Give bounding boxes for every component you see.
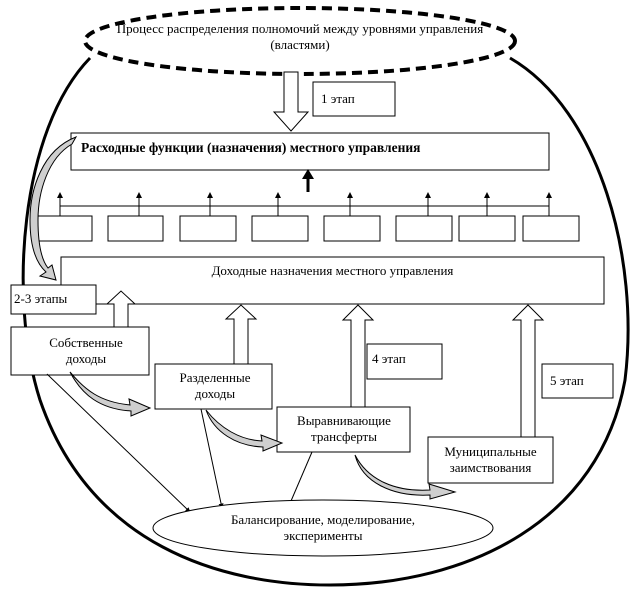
process-ellipse	[83, 6, 517, 76]
borrowing-up-arrow	[511, 304, 545, 438]
curved-left-arrow	[29, 136, 78, 281]
stage5-label: 5 этап	[550, 372, 584, 388]
balancing-label: Балансирование, моделирование, экспериме…	[230, 511, 416, 543]
shared-revenue-label: Разделенные доходы	[179, 369, 251, 401]
expense-functions-box	[70, 132, 550, 171]
stage23-label: 2-3 этапы	[14, 291, 68, 307]
own-revenue-box	[10, 326, 150, 376]
municipal-borrowing-box	[427, 436, 554, 484]
own-revenue-label: Собственные доходы	[49, 334, 123, 366]
municipal-borrowing-label: Муниципальные заимствования	[444, 443, 537, 475]
stage23-box	[10, 284, 97, 315]
stage1-label: 1 этап	[321, 90, 355, 106]
small-up-arrows	[59, 196, 550, 216]
stage1-box	[312, 81, 396, 117]
equalizing-transfers-box	[276, 406, 411, 453]
stage4-label: 4 этап	[372, 350, 406, 366]
stage5-box	[541, 363, 614, 399]
function-boxes	[35, 215, 580, 242]
balancing-ellipse	[152, 499, 494, 557]
curve-arrow-shared-to-transfers	[205, 409, 284, 452]
curve-arrow-transfers-to-borrowing	[354, 454, 457, 500]
own-revenue-up-arrow	[105, 290, 137, 328]
shared-revenue-box	[154, 363, 273, 410]
stage4-box	[366, 343, 443, 380]
transfers-up-arrow	[341, 304, 375, 411]
equalizing-transfers-label: Выравнивающие трансферты	[297, 412, 391, 444]
revenue-assignments-box	[60, 256, 605, 305]
stage1-arrow	[272, 71, 310, 132]
expense-functions-label: Расходные функции (назначения) местного …	[81, 139, 421, 155]
curve-arrow-own-to-shared	[69, 371, 152, 417]
shared-revenue-up-arrow	[224, 304, 258, 365]
process-label: Процесс распределения полномочий между у…	[116, 20, 484, 52]
revenue-assignments-label: Доходные назначения местного управления	[211, 262, 454, 278]
